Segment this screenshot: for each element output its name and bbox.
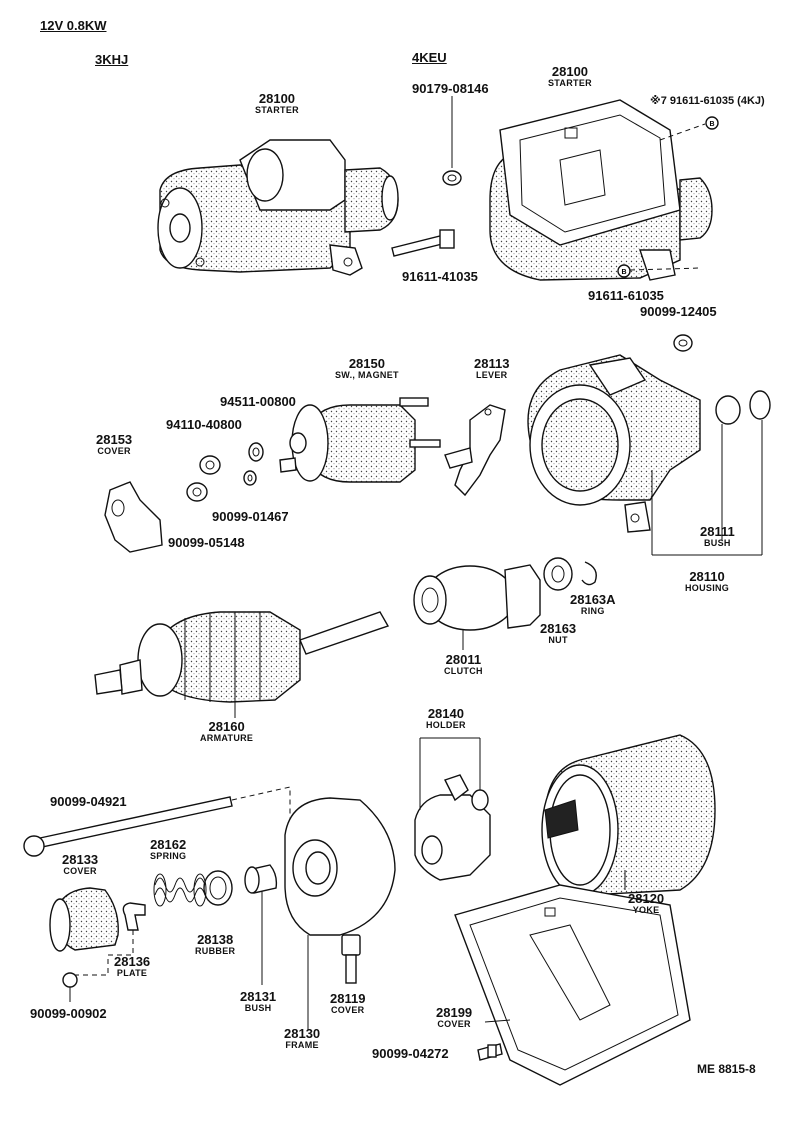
model-3khj-label: 3KHJ (95, 52, 129, 67)
starter-3khj-drawing (157, 139, 399, 276)
callout-90099-12405: 90099-12405 (640, 304, 717, 319)
cover-28119-drawing (341, 934, 361, 984)
screw-04272-drawing (477, 1043, 503, 1061)
callout-bolt-4kj: ※7 91611-61035 (4KJ) (650, 95, 765, 107)
callout-bolt-61035: 91611-61035 (588, 288, 664, 303)
bolt-41035-drawing (391, 229, 455, 257)
nut-90179-drawing (442, 96, 462, 186)
spring-drawing (153, 873, 207, 907)
model-4keu-label: 4KEU (412, 50, 447, 65)
cover-28199-drawing (454, 884, 691, 1086)
callout-screw-04272: 90099-04272 (372, 1046, 449, 1061)
bolt-04921-drawing (23, 786, 291, 857)
plate-drawing (75, 902, 146, 976)
callout-90099-01467: 90099-01467 (212, 509, 289, 524)
armature-drawing (94, 611, 390, 718)
starter-4keu-drawing: B B (489, 99, 719, 281)
frame-drawing (261, 797, 396, 1030)
callout-90099-05148: 90099-05148 (168, 535, 245, 550)
rubber-drawing (203, 870, 233, 906)
screw-00902-drawing (62, 972, 78, 1002)
clutch-drawing (413, 564, 541, 650)
nut-ring-drawing (543, 557, 597, 591)
svg-text:B: B (709, 121, 714, 128)
housing-drawing (527, 354, 771, 556)
magnet-switch-drawing (279, 397, 441, 483)
callout-nut-94110: 94110-40800 (166, 417, 242, 432)
callout-nut-90179: 90179-08146 (412, 81, 489, 96)
callout-bolt-04921: 90099-04921 (50, 794, 127, 809)
spec-label: 12V 0.8KW (40, 18, 107, 33)
svg-text:B: B (621, 269, 626, 276)
cover-28153-drawing (104, 481, 163, 553)
diagram-code: ME 8815-8 (697, 1062, 756, 1076)
bush-28131-drawing (244, 864, 278, 894)
lever-drawing (444, 404, 506, 497)
cover-28133-drawing (49, 887, 119, 952)
yoke-drawing (541, 734, 716, 896)
callout-washer-94511: 94511-00800 (220, 394, 296, 409)
small-hardware-left-drawing (186, 442, 264, 502)
callout-screw-00902: 90099-00902 (30, 1006, 107, 1021)
callout-bolt-41035: 91611-41035 (402, 269, 478, 284)
nut-12405-drawing (673, 334, 693, 352)
holder-drawing (414, 737, 491, 881)
